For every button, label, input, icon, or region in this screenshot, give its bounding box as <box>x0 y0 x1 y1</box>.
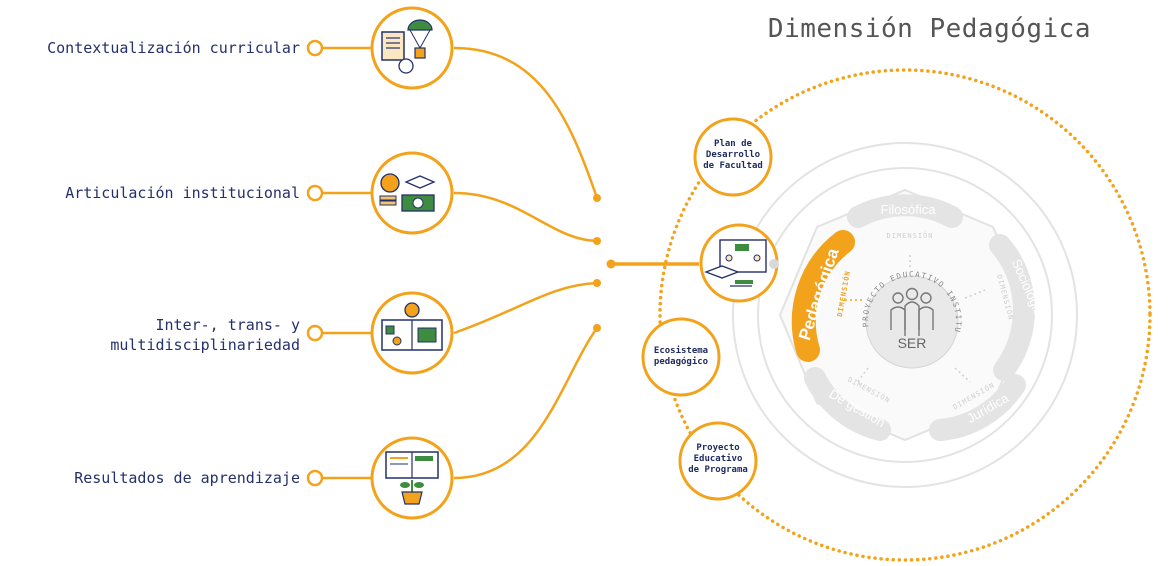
node-ecosistema-line2: pedagógico <box>653 357 709 367</box>
connector-lines <box>322 46 699 480</box>
node-proyecto-line2: Educativo <box>693 454 743 464</box>
outer-dotted-ring <box>658 68 1152 562</box>
screen-graduation-icon <box>704 239 767 287</box>
node-ecosistema-line1: Ecosistema <box>653 346 709 356</box>
dimension-label-top: DIMENSIÓN <box>887 231 934 240</box>
segment-pedagogica-band <box>791 230 855 362</box>
left-label-articulacion: Articulación institucional <box>65 184 300 202</box>
junction-dots <box>593 194 616 332</box>
plant-book-icon <box>385 451 439 505</box>
parachute-document-icon <box>381 19 433 74</box>
node-circles <box>641 117 779 501</box>
people-icon <box>890 287 934 336</box>
graduation-money-icon <box>379 173 436 212</box>
node-proyecto-line3: de Programa <box>688 465 748 475</box>
left-label-resultados: Resultados de aprendizaje <box>74 469 300 487</box>
center-label: SER <box>898 335 927 351</box>
node-proyecto-line1: Proyecto <box>696 443 740 453</box>
left-label-inter: Inter-, trans- y multidisciplinariedad <box>110 315 300 355</box>
segment-gestion-band <box>804 367 891 441</box>
segment-filosofica: Filosófica <box>881 202 937 217</box>
left-label-inter-line1: Inter-, trans- y <box>155 316 301 334</box>
node-plan-line1: Plan de <box>714 139 752 149</box>
node-proyecto: Proyecto Educativo de Programa <box>680 443 756 476</box>
segment-filosofica-band <box>847 194 963 228</box>
node-plan-desarrollo: Plan de Desarrollo de Facultad <box>695 139 771 172</box>
outer-gray-ring <box>732 142 1078 488</box>
inner-gray-ring <box>757 167 1053 463</box>
segment-juridica-band <box>929 374 1026 441</box>
wheel-spokes <box>855 255 986 385</box>
page-title: Dimensión Pedagógica <box>767 14 1091 44</box>
node-ecosistema: Ecosistema pedagógico <box>643 346 719 368</box>
left-label-inter-line2: multidisciplinariedad <box>110 336 300 354</box>
idea-book-icon <box>381 302 443 351</box>
gray-connector-dot <box>769 259 779 269</box>
icon-circles <box>370 6 454 520</box>
node-plan-line3: de Facultad <box>703 161 763 171</box>
node-plan-line2: Desarrollo <box>705 150 761 160</box>
center-circle <box>865 275 959 369</box>
left-label-contextualizacion: Contextualización curricular <box>47 39 300 57</box>
segment-sociologica-band <box>989 234 1035 381</box>
left-bullets <box>306 39 324 487</box>
